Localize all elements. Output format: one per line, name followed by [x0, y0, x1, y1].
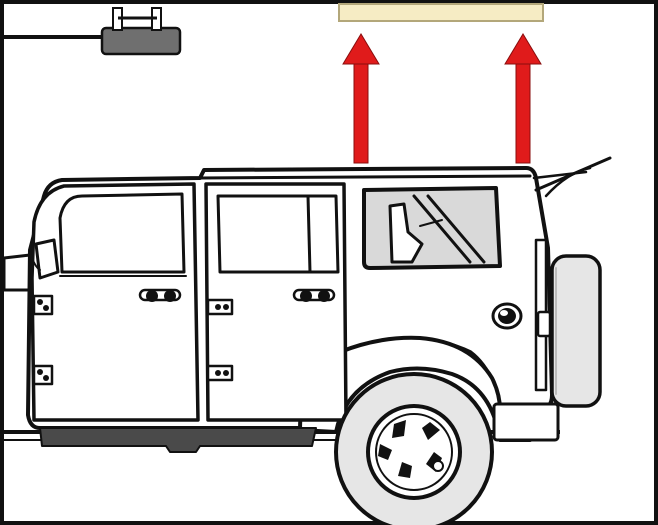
rear-door-window — [218, 196, 338, 272]
side-mirror — [36, 240, 58, 278]
hardtop-panel — [339, 4, 543, 21]
lift-arrow-right-icon — [505, 34, 541, 163]
lift-arrow-left-icon — [343, 34, 379, 163]
vehicle — [4, 158, 610, 525]
rear-wheel — [336, 374, 492, 525]
spare-tire — [552, 256, 600, 406]
front-door-window — [60, 194, 184, 272]
hoist-icon — [4, 8, 180, 54]
front-door-handle — [140, 290, 180, 302]
rear-door-handle — [294, 290, 334, 302]
